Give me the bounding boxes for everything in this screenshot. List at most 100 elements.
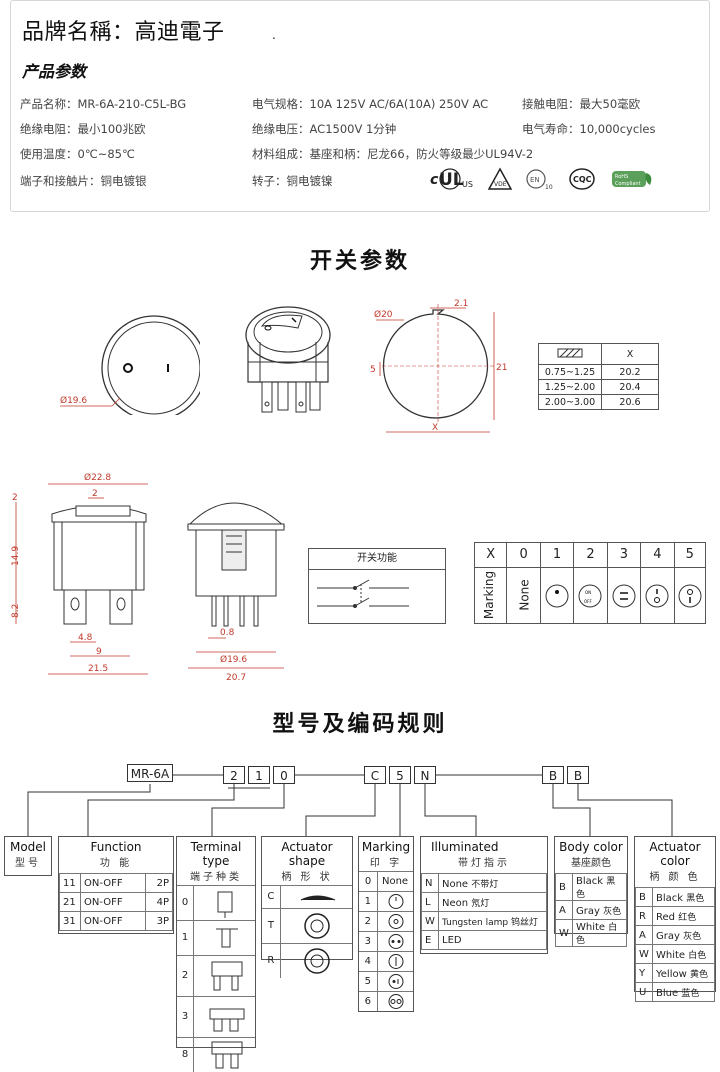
svg-text:10: 10 (545, 184, 553, 191)
dim-20-7: 20.7 (226, 673, 246, 683)
dim-21-5: 21.5 (88, 664, 108, 674)
code-box-3: 0 (273, 766, 295, 784)
marking-legend-1-icon (388, 894, 404, 909)
marking-legend-6-icon (388, 994, 404, 1009)
spec-rotor: 转子：铜电镀镍 (252, 174, 333, 188)
product-params-heading: 产品参数 (22, 62, 87, 81)
spec-terminal-material: 端子和接触片：铜电镀银 (20, 174, 147, 188)
switch-function-box: 开关功能 (308, 548, 446, 624)
dim-2-left: 2 (12, 493, 18, 503)
dim-height-21: 21 (496, 363, 507, 373)
hatch-symbol-icon (538, 343, 602, 365)
svg-text:VDE: VDE (494, 181, 507, 188)
svg-text:c: c (430, 172, 439, 188)
spec-operating-temp: 使用温度：0℃~85℃ (20, 147, 135, 161)
brand-info-panel (10, 0, 710, 212)
dim-diameter-19-6: Ø19.6 (60, 395, 87, 406)
marking-1-icon (541, 568, 575, 623)
side-view-drawing: Ø22.8 2 2 14.9 8.2 4.8 9 21.5 (11, 472, 148, 675)
dim-0-8: 0.8 (220, 628, 235, 638)
svg-text:RoHS: RoHS (615, 174, 628, 180)
code-box-6: N (414, 766, 436, 784)
dim-2-top: 2 (92, 489, 98, 499)
vde-cert-icon: VDE (486, 167, 514, 191)
code-box-1: 2 (223, 766, 245, 784)
marking-legend-3-icon (388, 934, 404, 949)
marking-row-label: Marking (482, 570, 497, 620)
terminal-2-icon (211, 961, 243, 991)
marking-4-icon (641, 568, 675, 623)
dim-key-2-1: 2.1 (454, 299, 468, 309)
svg-text:US: US (462, 180, 473, 189)
panel-cutout-drawing: Ø20 2.1 5 21 X (370, 299, 507, 433)
marking-none-label: None (518, 579, 533, 611)
code-box-5: 5 (389, 766, 411, 784)
legend-actuator-shape: Actuator shape 柄 形 状 C T R (261, 836, 353, 978)
code-box-4: C (364, 766, 386, 784)
dim-diameter-20: Ø20 (374, 309, 393, 320)
dim-4-8: 4.8 (78, 633, 93, 643)
dim-9: 9 (96, 647, 102, 657)
coding-connector-lines (27, 774, 673, 836)
marking-2-icon: ON OFF (574, 568, 608, 623)
switch-function-label: 开关功能 (309, 549, 445, 570)
switch-circuit-icon (317, 579, 409, 608)
thickness-header-x: X (601, 343, 659, 365)
dim-width-x: X (432, 423, 438, 433)
dim-offset-5: 5 (370, 365, 376, 375)
dim-diameter-19-6-b: Ø19.6 (220, 654, 247, 665)
terminal-0-icon (217, 891, 233, 918)
terminal-1-icon (216, 928, 238, 948)
actuator-t-icon (304, 913, 330, 939)
terminal-8-icon (211, 1041, 243, 1069)
marking-legend-2-icon (388, 914, 404, 929)
legend-terminal-type: Terminal type 端子种类 0 1 2 3 8 (176, 836, 256, 1072)
section-view-drawing: 0.8 Ø19.6 20.7 (186, 502, 286, 683)
marking-legend-4-icon (388, 954, 404, 969)
svg-text:OFF: OFF (584, 599, 592, 604)
dim-diameter-22-8: Ø22.8 (84, 472, 111, 483)
spec-insulation-resistance: 绝缘电阻：最小100兆欧 (20, 122, 146, 136)
svg-text:Compliant: Compliant (615, 181, 641, 187)
svg-text:ON: ON (585, 590, 591, 595)
legend-model: Model 型号 (4, 836, 52, 876)
svg-text:EN: EN (530, 176, 540, 184)
code-box-8: B (567, 766, 589, 784)
brand-title: 品牌名稱：高迪電子 (22, 20, 225, 45)
isometric-drawing (245, 306, 331, 413)
spec-contact-resistance: 接触电阻：最大50毫欧 (522, 97, 641, 111)
enec-cert-icon: EN 10 (524, 167, 556, 191)
marking-legend-5-icon (388, 974, 404, 989)
svg-text:CQC: CQC (573, 175, 592, 184)
spec-product-name: 产品名称：MR-6A-210-C5L-BG (20, 97, 187, 111)
cqc-cert-icon: CQC (568, 167, 596, 191)
code-box-7: B (542, 766, 564, 784)
top-view-drawing: Ø19.6 (60, 315, 200, 415)
marking-3-icon (608, 568, 642, 623)
code-prefix: MR-6A (127, 764, 173, 782)
actuator-r-icon (304, 948, 330, 974)
dim-14-9: 14.9 (11, 546, 21, 566)
stray-dot: . (272, 28, 276, 42)
terminal-3-icon (209, 1008, 245, 1032)
code-box-2: 1 (248, 766, 270, 784)
spec-electrical-rating: 电气规格：10A 125V AC/6A(10A) 250V AC (252, 97, 489, 111)
dim-8-2: 8.2 (11, 604, 21, 618)
actuator-c-icon (300, 895, 335, 901)
spec-electrical-life: 电气寿命：10,000cycles (522, 122, 656, 136)
marking-5-icon (675, 568, 705, 623)
spec-material: 材料组成：基座和柄：尼龙66，防火等级最少UL94V-2 (252, 147, 534, 161)
model-coding-title: 型号及编码规则 (272, 712, 448, 737)
